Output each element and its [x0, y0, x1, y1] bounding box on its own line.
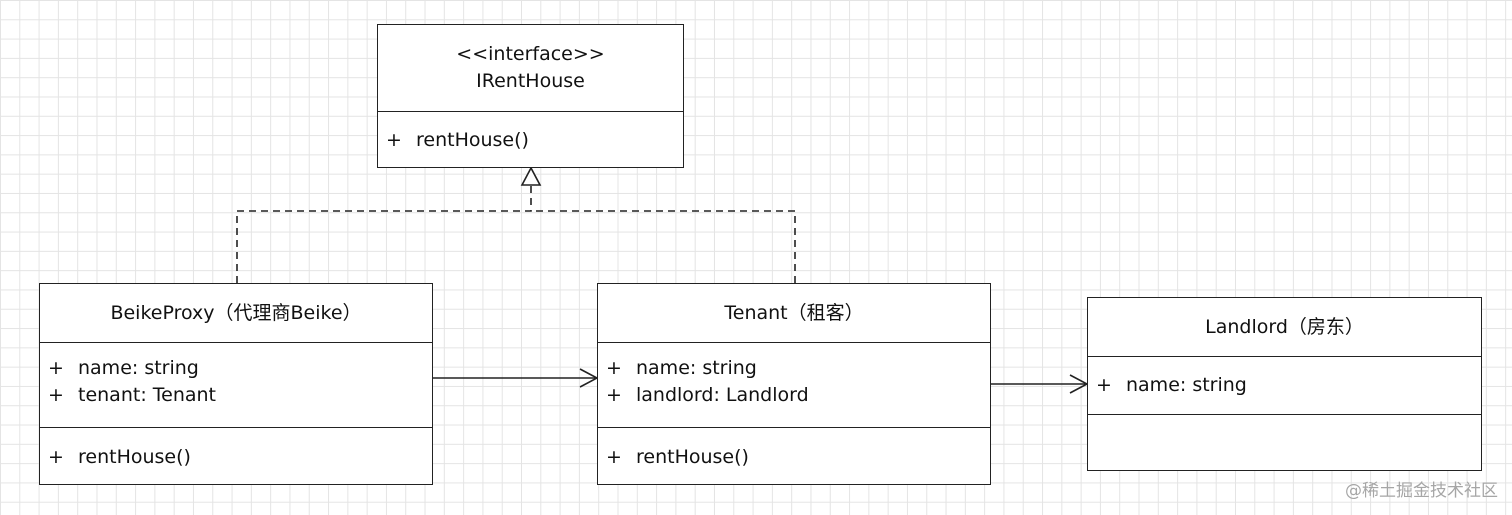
visibility-marker: + — [606, 357, 622, 379]
landlord-header: Landlord（房东） — [1088, 298, 1481, 356]
visibility-marker: + — [386, 129, 402, 151]
landlord-attributes: + name: string — [1088, 356, 1481, 414]
landlord-operations — [1088, 414, 1481, 472]
beikeproxy-class-box[interactable]: BeikeProxy（代理商Beike） + name: string + te… — [39, 283, 433, 485]
landlord-class-box[interactable]: Landlord（房东） + name: string — [1087, 297, 1482, 471]
class-name: Landlord（房东） — [1205, 315, 1364, 338]
operation-text: rentHouse() — [416, 129, 529, 151]
interface-stereotype: <<interface>> — [456, 43, 605, 65]
irenthouse-operations: + rentHouse() — [378, 111, 683, 169]
irenthouse-interface-box[interactable]: <<interface>> IRentHouse + rentHouse() — [377, 24, 684, 168]
operation-row: + rentHouse() — [598, 444, 990, 471]
visibility-marker: + — [606, 446, 622, 468]
attribute-text: name: string — [1126, 374, 1247, 396]
beikeproxy-realization-line — [236, 185, 532, 283]
attribute-row: + name: string — [1088, 372, 1481, 399]
interface-name: IRentHouse — [476, 70, 585, 92]
visibility-marker: + — [48, 446, 64, 468]
attribute-text: landlord: Landlord — [636, 384, 809, 406]
attribute-text: tenant: Tenant — [78, 384, 217, 406]
visibility-marker: + — [48, 384, 64, 406]
operation-text: rentHouse() — [636, 446, 749, 468]
tenant-header: Tenant（租客） — [598, 284, 990, 342]
watermark: @稀土掘金技术社区 — [1345, 481, 1498, 501]
attribute-row: + name: string — [40, 355, 432, 382]
beikeproxy-operations: + rentHouse() — [40, 427, 432, 486]
attribute-text: name: string — [78, 357, 199, 379]
operation-text: rentHouse() — [78, 446, 191, 468]
class-name: Tenant（租客） — [724, 301, 864, 324]
tenant-attributes: + name: string + landlord: Landlord — [598, 342, 990, 427]
visibility-marker: + — [606, 384, 622, 406]
tenant-operations: + rentHouse() — [598, 427, 990, 486]
tenant-class-box[interactable]: Tenant（租客） + name: string + landlord: La… — [597, 283, 991, 485]
tenant-realization-line — [531, 210, 796, 283]
operation-row: + rentHouse() — [40, 444, 432, 471]
class-name: BeikeProxy（代理商Beike） — [110, 301, 362, 324]
attribute-row: + landlord: Landlord — [598, 382, 990, 409]
beikeproxy-attributes: + name: string + tenant: Tenant — [40, 342, 432, 427]
realization-arrowhead — [520, 166, 542, 186]
attribute-row: + tenant: Tenant — [40, 382, 432, 409]
visibility-marker: + — [1096, 374, 1112, 396]
irenthouse-header: <<interface>> IRentHouse — [378, 25, 683, 111]
operation-row: + rentHouse() — [378, 127, 683, 154]
attribute-row: + name: string — [598, 355, 990, 382]
visibility-marker: + — [48, 357, 64, 379]
attribute-text: name: string — [636, 357, 757, 379]
beikeproxy-header: BeikeProxy（代理商Beike） — [40, 284, 432, 342]
